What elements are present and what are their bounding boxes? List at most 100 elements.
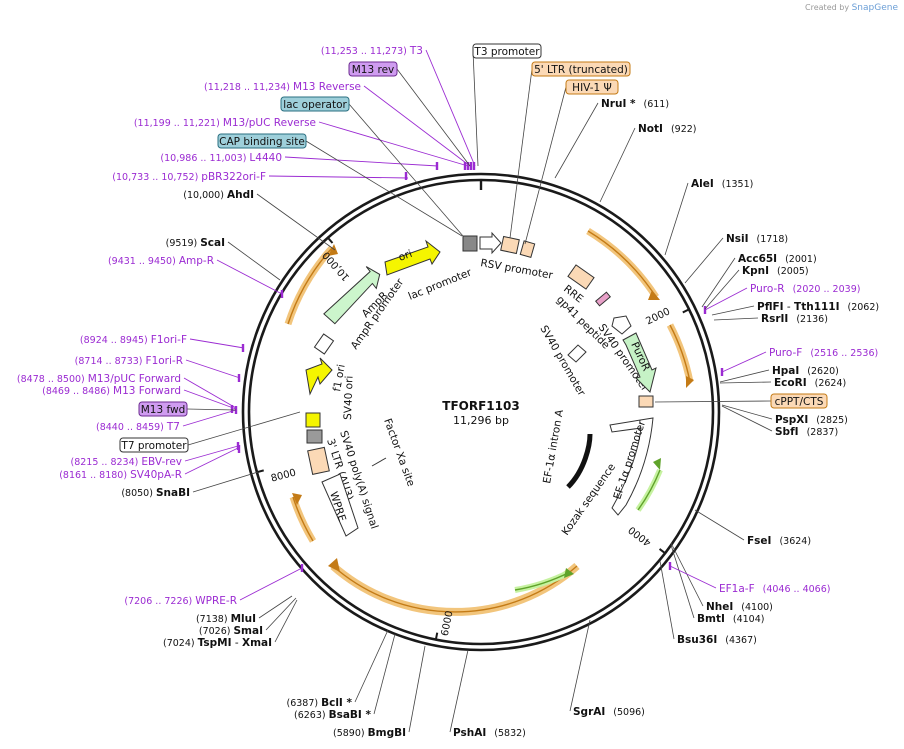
feature-box[interactable]: [565, 79, 619, 95]
site-label[interactable]: SbfI(2837): [775, 426, 838, 438]
primer-label[interactable]: (11,218 .. 11,234) M13 Reverse: [204, 81, 361, 93]
site-label[interactable]: BmtI(4104): [697, 613, 764, 625]
site-label[interactable]: (6387) BclI *: [287, 697, 353, 709]
primer-label[interactable]: EF1a-F(4046 .. 4066): [719, 583, 830, 595]
feature-leader: [654, 400, 772, 403]
site-leader: [664, 182, 689, 256]
site-label[interactable]: (9519) ScaI: [166, 237, 225, 249]
site-leader: [192, 471, 259, 493]
plasmid-size: 11,296 bp: [453, 414, 509, 427]
primer-label[interactable]: (10,986 .. 11,003) L4440: [160, 152, 282, 164]
lac-promoter-box: [462, 235, 478, 252]
primer-label[interactable]: (11,253 .. 11,273) T3: [321, 45, 423, 57]
ef1a-intron-label: EF-1α intron A: [541, 408, 566, 485]
primer-label[interactable]: (8714 .. 8733) F1ori-R: [75, 355, 183, 367]
feature-box-label: cPPT/CTS: [775, 396, 824, 408]
feature-box[interactable]: [770, 393, 828, 409]
site-label[interactable]: (7024) TspMI - XmaI: [163, 637, 272, 649]
primer-leader: [721, 351, 767, 373]
feature-box[interactable]: [138, 401, 188, 417]
feature-box[interactable]: [348, 61, 398, 77]
primer-label[interactable]: (7206 .. 7226) WPRE-R: [124, 595, 237, 607]
site-label[interactable]: (7138) MluI: [196, 613, 256, 625]
factor-xa-label: Factor Xa site: [381, 417, 417, 488]
tick-mark: [682, 308, 691, 314]
site-label[interactable]: SgrAI(5096): [573, 706, 645, 718]
site-label[interactable]: NsiI(1718): [726, 233, 788, 245]
site-label[interactable]: HpaI(2620): [772, 365, 839, 377]
ltr5-box: [500, 235, 520, 255]
site-leader: [227, 241, 281, 281]
primer-leader: [268, 175, 409, 179]
site-label[interactable]: (8050) SnaBI: [121, 487, 190, 499]
site-label[interactable]: KpnI(2005): [742, 265, 809, 277]
primer-label[interactable]: Puro-R(2020 .. 2039): [750, 283, 860, 295]
site-label[interactable]: AleI(1351): [691, 178, 753, 190]
site-leader: [258, 595, 293, 619]
orf-arrowheads: [292, 244, 694, 578]
feature-box[interactable]: [280, 96, 350, 112]
gp41-box: [595, 291, 611, 307]
site-label[interactable]: NheI(4100): [706, 601, 773, 613]
site-leader: [670, 544, 695, 619]
feature-box[interactable]: [531, 61, 631, 77]
site-label[interactable]: Bsu36I(4367): [677, 634, 757, 646]
tick-mark: [434, 632, 439, 641]
primer-leader: [284, 156, 439, 167]
primer-label[interactable]: (10,733 .. 10,752) pBR322ori-F: [112, 171, 266, 183]
f1-ori-label: f1 ori: [331, 363, 348, 392]
primer-leader: [185, 359, 241, 379]
tick-label: 6000: [440, 610, 456, 637]
feature-box-label: T7 promoter: [120, 440, 187, 452]
site-label[interactable]: (7026) SmaI: [199, 625, 263, 637]
primer-label[interactable]: (11,199 .. 11,221) M13/pUC Reverse: [134, 117, 316, 129]
tick-mark: [658, 548, 667, 555]
inner-features: ori lac promoter RSV promoter RRE gp41 p…: [305, 231, 657, 538]
site-label[interactable]: PflFI - Tth111I(2062): [757, 301, 879, 313]
snapgene-credit: Created by SnapGene: [805, 3, 898, 13]
site-label[interactable]: FseI(3624): [747, 535, 811, 547]
primer-label[interactable]: (8924 .. 8945) F1ori-F: [80, 334, 187, 346]
primer-label[interactable]: (8478 .. 8500) M13/pUC Forward: [17, 373, 181, 385]
primer-leader: [183, 377, 237, 409]
site-label[interactable]: (5890) BmgBI: [333, 727, 406, 739]
site-leader: [554, 102, 599, 179]
site-leader: [449, 649, 469, 733]
site-label[interactable]: (10,000) AhdI: [183, 189, 254, 201]
primer-label[interactable]: (9431 .. 9450) Amp-R: [108, 255, 214, 267]
site-label[interactable]: RsrII(2136): [761, 313, 828, 325]
site-label[interactable]: NotI(922): [638, 123, 696, 135]
primer-label[interactable]: (8469 .. 8486) M13 Forward: [42, 385, 181, 397]
site-label[interactable]: EcoRI(2624): [774, 377, 846, 389]
feature-box[interactable]: [217, 133, 307, 149]
snapgene-logo: SnapGene: [851, 3, 898, 13]
primer-label[interactable]: (8440 .. 8459) T7: [96, 421, 180, 433]
primer-mark: [404, 172, 408, 180]
feature-box-label: HIV-1 Ψ: [572, 82, 612, 94]
site-leader: [721, 404, 773, 420]
feature-leader: [396, 68, 471, 167]
site-label[interactable]: PspXI(2825): [775, 414, 848, 426]
feature-box[interactable]: [472, 43, 542, 59]
feature-box-label: 5' LTR (truncated): [534, 64, 628, 76]
feature-box-label: lac operator: [283, 99, 347, 111]
hiv-box: [519, 240, 536, 259]
feature-box-label: M13 fwd: [141, 404, 186, 416]
feature-box[interactable]: [119, 437, 189, 453]
primer-label[interactable]: (8161 .. 8180) SV40pA-R: [59, 469, 182, 481]
primer-mark: [463, 162, 467, 170]
site-leader: [704, 269, 740, 310]
ef1a-promoter-arrow: [609, 417, 654, 516]
site-label[interactable]: Acc65I(2001): [738, 253, 817, 265]
primer-label[interactable]: Puro-F(2516 .. 2536): [769, 347, 878, 359]
primer-label[interactable]: (8215 .. 8234) EBV-rev: [70, 456, 182, 468]
feature-leader: [509, 68, 533, 239]
primer-mark: [472, 162, 476, 170]
site-label[interactable]: PshAI(5832): [453, 727, 526, 739]
lac-promoter-label: lac promoter: [407, 266, 474, 303]
site-label[interactable]: NruI *(611): [601, 98, 669, 110]
site-leader: [354, 629, 389, 703]
site-label[interactable]: (6263) BsaBI *: [294, 709, 372, 721]
leader-lines: [182, 49, 773, 733]
